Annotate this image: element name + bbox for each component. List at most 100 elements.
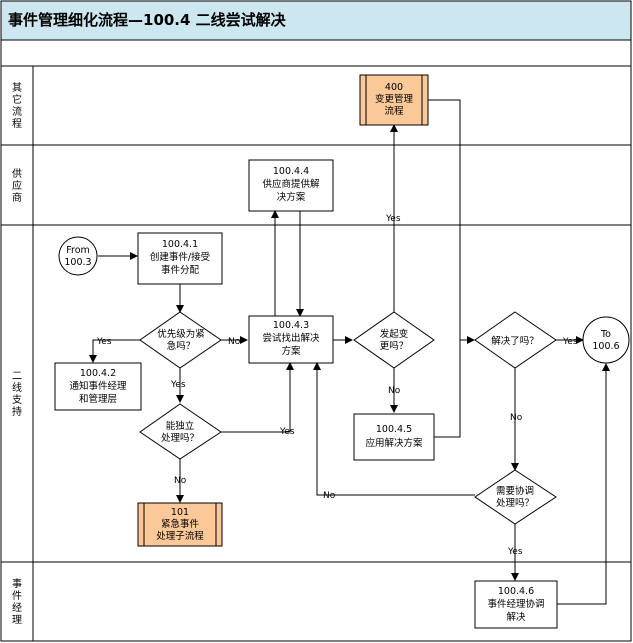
decision-initiate-change: 发起变更吗？ — [353, 311, 435, 369]
lane-label-char: 线 — [12, 381, 22, 394]
lane-label-line2: 二线支持 — [12, 371, 22, 418]
svg-text:需要协调处理吗？: 需要协调处理吗？ — [496, 485, 534, 509]
lane-label-char: 流 — [12, 105, 22, 118]
node-label-line: 应用解决方案 — [365, 437, 423, 449]
decision-priority-urgent: 优先级为紧急吗？ — [139, 311, 222, 369]
label-change-yes: Yes — [385, 214, 401, 224]
node-label-line: 解决 — [506, 611, 526, 623]
node-label-line: 更吗？ — [380, 341, 409, 352]
node-label-line: 能独立 — [166, 420, 195, 432]
lane-label-char: 理 — [12, 614, 22, 626]
node-label-line: 方案 — [281, 345, 301, 357]
lane-label-char: 其 — [12, 82, 22, 94]
lane-label-char: 供 — [12, 167, 22, 180]
page-title: 事件管理细化流程—100.4 二线尝试解决 — [8, 11, 287, 29]
node-label-line: From — [66, 245, 90, 256]
node-label-line: 通知事件经理 — [69, 380, 127, 392]
svg-text:供应商: 供应商 — [12, 167, 22, 204]
node-label-line: 发起变 — [380, 328, 409, 340]
node-label-line: 100.3 — [64, 257, 91, 268]
label-priority-down-yes: Yes — [170, 380, 186, 390]
node-label-line: 事件经理协调 — [487, 598, 544, 610]
lane-label-char: 程 — [12, 118, 22, 130]
node-label-line: 紧急事件 — [161, 518, 200, 530]
svg-text:能独立处理吗？: 能独立处理吗？ — [161, 420, 199, 444]
label-indep-no: No — [174, 476, 187, 486]
svg-text:优先级为紧急吗？: 优先级为紧急吗？ — [157, 328, 205, 352]
svg-text:发起变更吗？: 发起变更吗？ — [380, 328, 409, 352]
node-label-line: 尝试找出解决 — [262, 332, 320, 344]
label-coord-yes: Yes — [507, 547, 523, 557]
edge-1046-to-to — [557, 363, 610, 605]
svg-text:其它流程: 其它流程 — [12, 82, 22, 130]
node-label-line: 决方案 — [277, 191, 306, 203]
node-label-line: 创建事件/接受 — [150, 251, 210, 263]
svg-text:二线支持: 二线支持 — [12, 371, 22, 418]
edge-1045-to-resolved — [434, 340, 461, 438]
label-change-no: No — [388, 386, 401, 396]
edge-priority-yes-1042 — [89, 339, 140, 363]
node-label-line: 需要协调 — [496, 485, 534, 497]
label-resolved-no: No — [510, 413, 523, 423]
lane-label-char: 持 — [12, 405, 22, 418]
lane-label-char: 应 — [12, 179, 22, 192]
lane-label-char: 事 — [12, 577, 22, 590]
node-label-line: 400 — [385, 82, 403, 93]
decision-handle-independently: 能独立处理吗？ — [139, 403, 222, 460]
node-label-line: To — [600, 329, 611, 340]
svg-text:解决了吗？: 解决了吗？ — [491, 335, 539, 347]
node-label-line: 100.6 — [592, 341, 619, 352]
node-label-line: 处理吗？ — [161, 432, 199, 444]
node-label-line: 100.4.5 — [376, 424, 412, 435]
label-coord-no: No — [323, 491, 336, 501]
decision-need-coordination: 需要协调处理吗？ — [474, 469, 557, 525]
lane-label-supplier: 供应商 — [12, 167, 22, 204]
lane-label-char: 它 — [12, 93, 22, 106]
title-bar — [0, 0, 632, 41]
node-label-line: 事件分配 — [161, 264, 200, 276]
label-indep-yes: Yes — [279, 427, 295, 437]
edge-coord-no-1043 — [313, 362, 475, 496]
node-label-line: 优先级为紧 — [157, 328, 205, 340]
lane-label-other: 其它流程 — [12, 82, 22, 130]
label-priority-yes: Yes — [96, 337, 112, 347]
lane-label-char: 二 — [12, 371, 22, 382]
lane-label-char: 支 — [12, 394, 22, 406]
label-priority-no: No — [228, 337, 241, 347]
node-label-line: 处理子流程 — [156, 530, 204, 542]
node-label-line: 供应商提供解 — [262, 178, 320, 190]
lane-label-char: 商 — [12, 191, 22, 204]
lane-label-manager: 事件经理 — [12, 577, 22, 626]
edge-labels: Yes Yes No Yes Yes No Yes No No No Yes — [96, 214, 578, 557]
lane-label-char: 件 — [12, 590, 22, 602]
node-label-line: 解决了吗？ — [491, 335, 539, 347]
node-label-line: 变更管理 — [375, 93, 414, 105]
node-label-line: 急吗？ — [167, 340, 196, 352]
edge-400-to-resolved — [428, 99, 475, 344]
edge-indep-yes-1043 — [221, 362, 294, 433]
node-label-line: 100.4.3 — [273, 320, 309, 331]
node-label-line: 100.4.4 — [273, 166, 309, 177]
node-label-line: 100.4.1 — [162, 239, 198, 250]
node-label-line: 处理吗？ — [496, 497, 534, 509]
node-1004-5-apply-solution: 100.4.5 应用解决方案 — [353, 413, 435, 461]
